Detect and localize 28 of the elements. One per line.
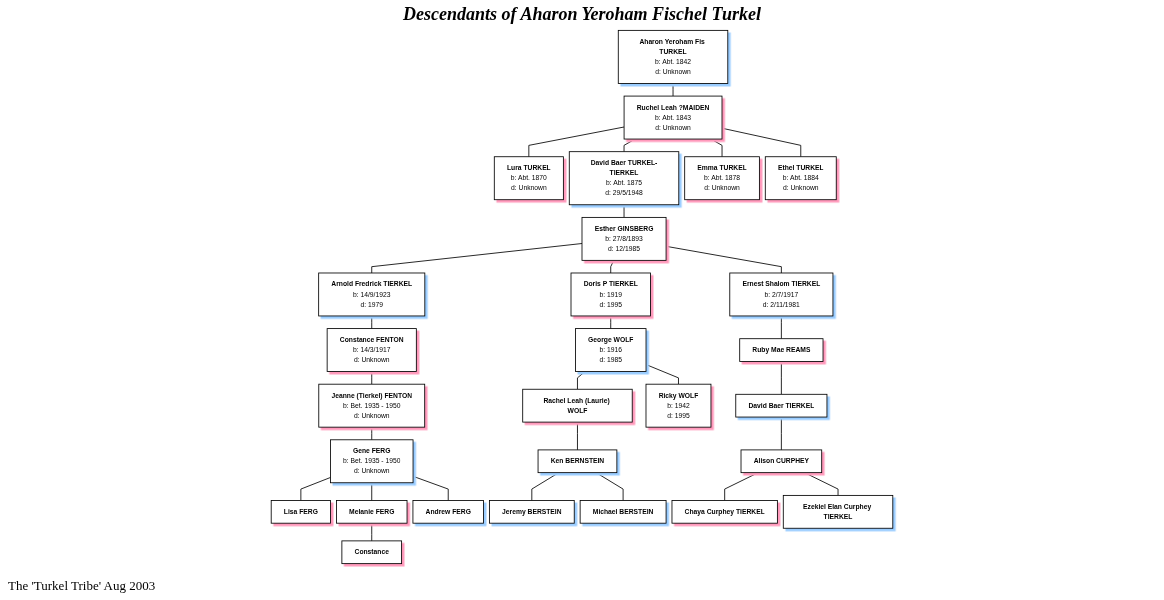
chart-title: Descendants of Aharon Yeroham Fischel Turkel bbox=[402, 4, 762, 25]
connector bbox=[371, 426, 373, 441]
connector bbox=[780, 315, 782, 340]
connector bbox=[577, 371, 586, 390]
connector bbox=[665, 245, 782, 274]
connector bbox=[412, 475, 449, 501]
connector bbox=[780, 416, 782, 451]
connector bbox=[724, 472, 759, 501]
connector bbox=[300, 477, 331, 501]
connector bbox=[371, 522, 373, 542]
connector bbox=[623, 204, 625, 218]
connector bbox=[531, 472, 560, 501]
connector bbox=[371, 482, 373, 501]
connector bbox=[577, 421, 578, 451]
connector bbox=[804, 472, 839, 496]
connector bbox=[610, 315, 612, 329]
connector bbox=[595, 472, 624, 501]
connector bbox=[721, 127, 802, 158]
connector bbox=[371, 371, 373, 385]
connector bbox=[780, 361, 782, 395]
caption: The 'Turkel Tribe' Aug 2003 bbox=[8, 578, 156, 594]
connector bbox=[371, 315, 373, 329]
connector bbox=[610, 259, 615, 274]
connector bbox=[645, 364, 679, 385]
connector bbox=[672, 83, 674, 97]
connector bbox=[528, 126, 625, 158]
connector bbox=[623, 138, 636, 153]
connector bbox=[371, 243, 583, 274]
